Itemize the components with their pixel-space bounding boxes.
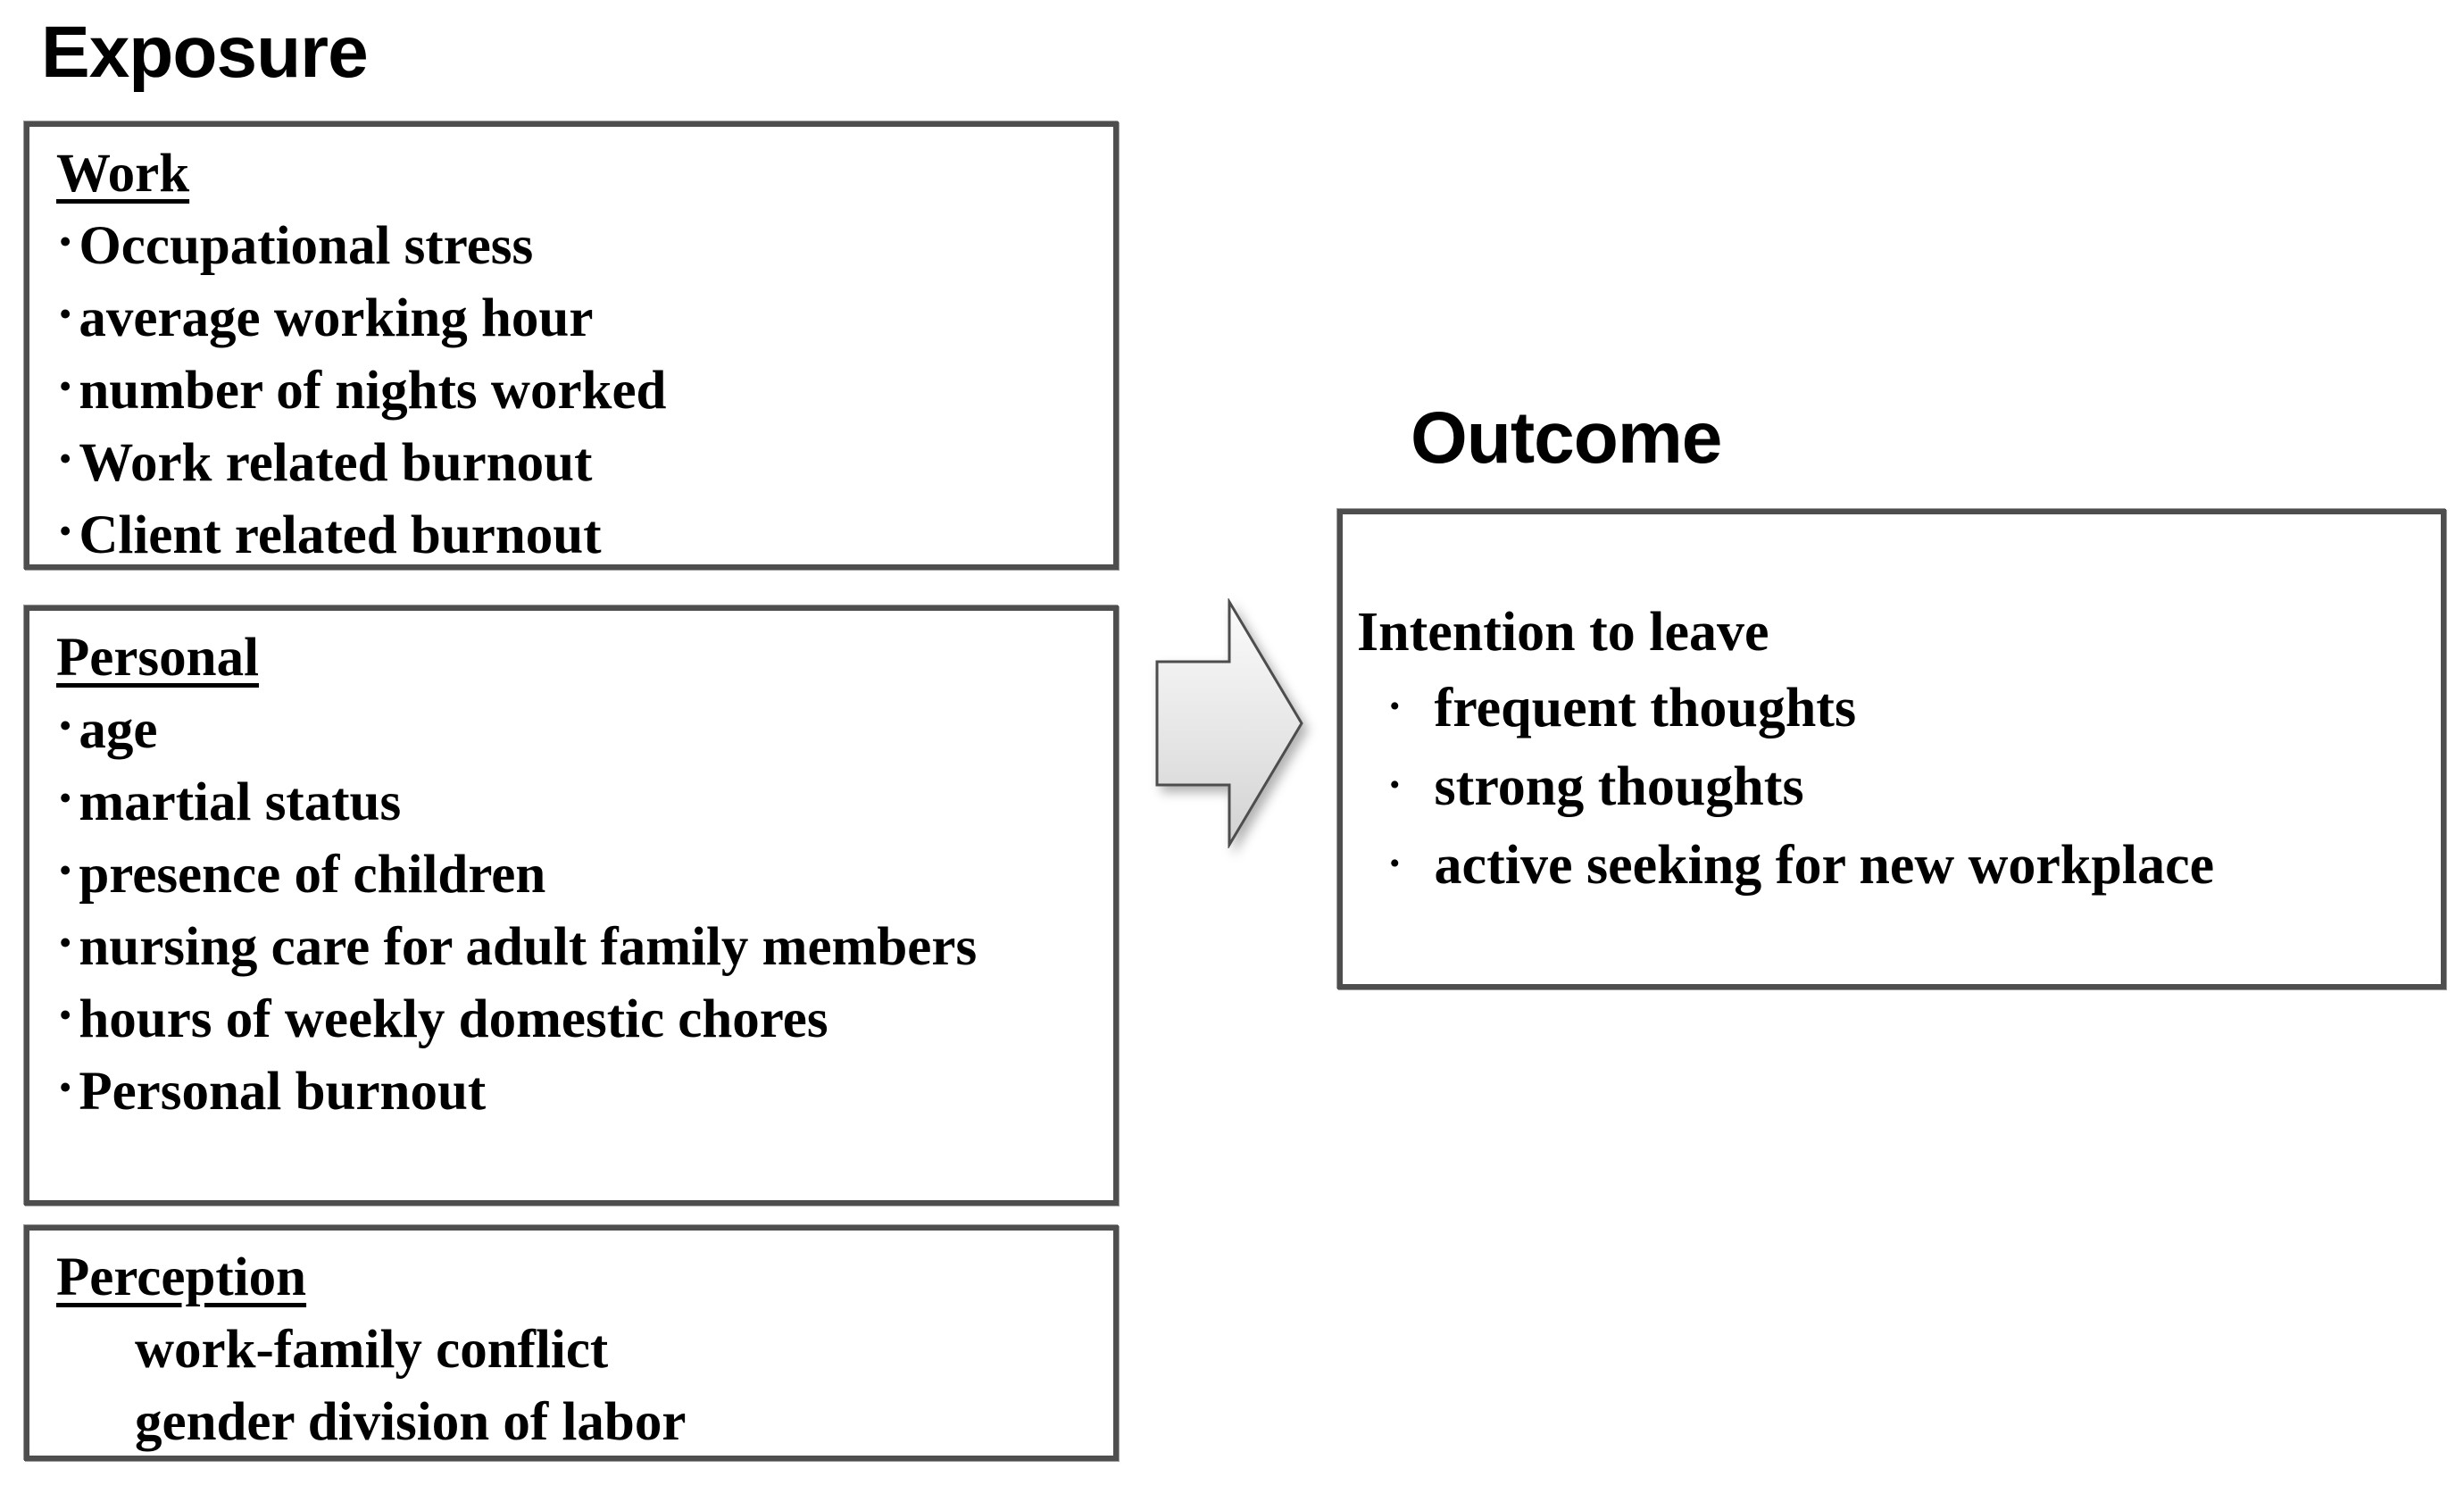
list-item: · active seeking for new workplace	[1387, 828, 2430, 906]
bullet-marker: ·	[56, 213, 75, 272]
list-item-text: nursing care for adult family members	[79, 917, 978, 977]
list-item: ·Client related burnout	[56, 499, 1097, 572]
bullet-marker: ·	[56, 769, 75, 829]
list-item: gender division of labor	[135, 1386, 1097, 1458]
list-item-text: Client related burnout	[79, 505, 602, 565]
list-item-text: martial status	[79, 772, 402, 832]
bullet-marker: ·	[56, 841, 75, 901]
bullet-marker: ·	[56, 502, 75, 562]
personal-box-title: Personal	[56, 628, 260, 688]
right-arrow-icon	[1153, 597, 1305, 850]
bullet-marker: ·	[1387, 760, 1403, 809]
list-item: ·average working hour	[56, 282, 1097, 355]
work-box-content: Work ·Occupational stress ·average worki…	[29, 127, 1113, 572]
list-item: ·Work related burnout	[56, 427, 1097, 499]
list-item: · strong thoughts	[1387, 749, 2430, 828]
work-box-title: Work	[56, 144, 190, 204]
outcome-heading: Outcome	[1411, 397, 1722, 479]
work-box: Work ·Occupational stress ·average worki…	[24, 121, 1119, 570]
bullet-marker: ·	[56, 914, 75, 973]
list-item: work-family conflict	[135, 1314, 1097, 1386]
list-item-text: strong thoughts	[1434, 756, 1804, 817]
list-item: ·Occupational stress	[56, 210, 1097, 282]
perception-box: Perception work-family conflict gender d…	[24, 1225, 1119, 1461]
list-item-text: active seeking for new workplace	[1434, 835, 2215, 896]
list-item: ·nursing care for adult family members	[56, 911, 1038, 983]
list-item: ·Personal burnout	[56, 1056, 1097, 1128]
bullet-marker: ·	[56, 1058, 75, 1118]
bullet-marker: ·	[56, 697, 75, 756]
outcome-box-content: Intention to leave · frequent thoughts · s…	[1343, 514, 2441, 906]
outcome-box: Intention to leave · frequent thoughts · s…	[1337, 509, 2446, 989]
list-item-text: presence of children	[79, 845, 546, 905]
list-item-text: number of nights worked	[79, 361, 667, 421]
bullet-marker: ·	[56, 285, 75, 345]
list-item-text: age	[79, 700, 158, 760]
list-item-text: Occupational stress	[79, 216, 534, 276]
exposure-heading: Exposure	[41, 12, 369, 93]
perception-box-content: Perception work-family conflict gender d…	[29, 1231, 1113, 1458]
perception-box-title: Perception	[56, 1247, 307, 1307]
list-item-text: Work related burnout	[79, 433, 593, 493]
list-item: · frequent thoughts	[1387, 671, 2430, 749]
list-item-text: average working hour	[79, 288, 594, 348]
bullet-marker: ·	[56, 357, 75, 417]
list-item: ·age	[56, 694, 1097, 766]
list-item-text: frequent thoughts	[1434, 678, 1857, 738]
list-item-text: work-family conflict	[135, 1320, 609, 1380]
bullet-marker: ·	[1387, 681, 1403, 730]
list-item-text: gender division of labor	[135, 1392, 687, 1452]
bullet-marker: ·	[56, 430, 75, 489]
bullet-marker: ·	[56, 986, 75, 1046]
list-item-text: hours of weekly domestic chores	[79, 989, 828, 1049]
list-item: ·presence of children	[56, 839, 1097, 911]
personal-box-content: Personal ·age ·martial status ·presence …	[29, 611, 1113, 1128]
personal-box: Personal ·age ·martial status ·presence …	[24, 605, 1119, 1206]
bullet-marker: ·	[1387, 839, 1403, 888]
outcome-box-title: Intention to leave	[1357, 602, 1769, 663]
list-item-text: Personal burnout	[79, 1062, 487, 1122]
list-item: ·number of nights worked	[56, 355, 1097, 427]
list-item: ·hours of weekly domestic chores	[56, 983, 1097, 1056]
list-item: ·martial status	[56, 766, 1097, 839]
